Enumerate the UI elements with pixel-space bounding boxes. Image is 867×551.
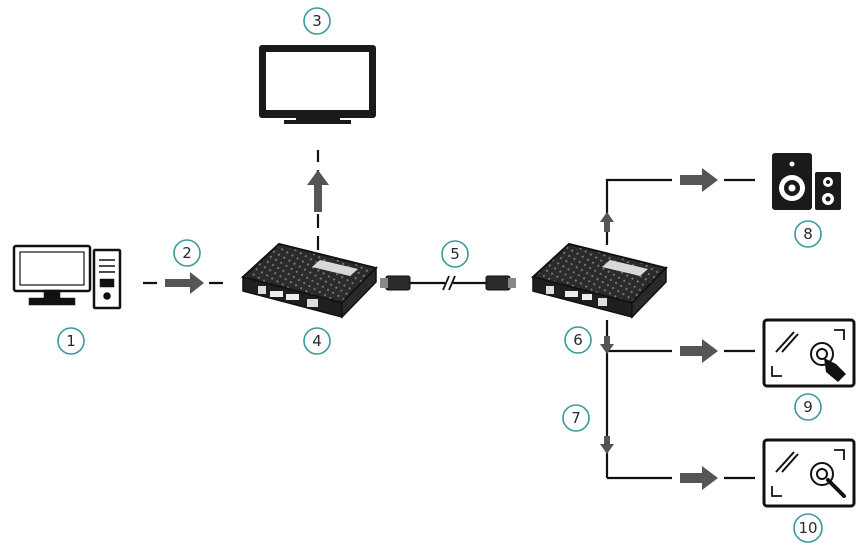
callout-badge-9: 9 (794, 393, 822, 421)
callout-badge-7: 7 (562, 404, 590, 432)
touch-panel-icon (762, 438, 856, 508)
callout-number: 10 (798, 519, 817, 537)
callout-badge-1: 1 (57, 327, 85, 355)
receiver-to-speakers-line (605, 178, 672, 245)
callout-number: 1 (66, 332, 76, 350)
arrow-right-icon (680, 168, 718, 192)
arrow-up-icon (307, 170, 329, 212)
callout-number: 6 (573, 331, 583, 349)
callout-badge-2: 2 (173, 239, 201, 267)
callout-badge-8: 8 (794, 220, 822, 248)
callout-number: 9 (803, 398, 813, 416)
callout-number: 3 (312, 12, 322, 30)
receiver-box-icon (530, 242, 668, 319)
callout-number: 7 (571, 409, 581, 427)
callout-badge-4: 4 (303, 327, 331, 355)
arrow-small-up-icon (600, 212, 614, 232)
callout-number: 5 (450, 245, 460, 263)
callout-badge-5: 5 (441, 240, 469, 268)
touch-panel-icon (762, 318, 856, 388)
monitor-icon (259, 45, 376, 124)
direction-arrows (165, 168, 718, 490)
arrow-small-down-icon (600, 436, 614, 454)
callout-badge-6: 6 (564, 326, 592, 354)
callout-number: 4 (312, 332, 322, 350)
arrow-small-down-icon (600, 336, 614, 354)
connection-lines (143, 150, 755, 480)
arrow-right-icon (680, 339, 718, 363)
speaker-icon (772, 153, 841, 210)
callout-badge-10: 10 (793, 513, 823, 543)
transmitter-box-icon (240, 242, 378, 319)
arrow-right-icon (680, 466, 718, 490)
ethernet-cable-icon (380, 275, 516, 291)
callout-number: 2 (182, 244, 192, 262)
arrow-right-icon (165, 272, 204, 294)
callout-badge-3: 3 (303, 7, 331, 35)
callout-number: 8 (803, 225, 813, 243)
desktop-computer-icon (12, 244, 122, 310)
